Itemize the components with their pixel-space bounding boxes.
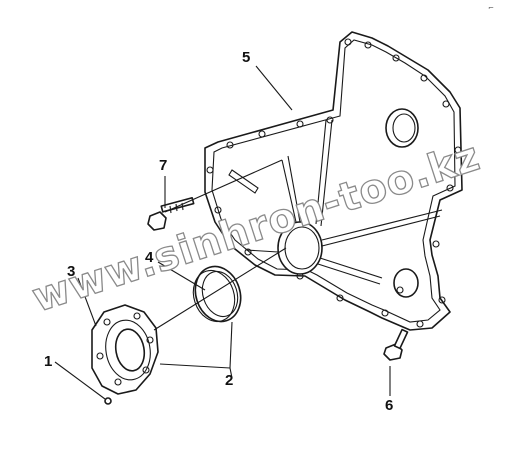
callout-6: 6 [385, 397, 393, 414]
callout-2: 2 [225, 372, 233, 389]
callout-1: 1 [44, 353, 52, 370]
seal-carrier-flange [91, 304, 159, 395]
callout-5: 5 [242, 49, 250, 66]
leader-lines [54, 65, 391, 400]
corner-mark: ⌐ [488, 4, 494, 12]
gasket-bolt-holes [206, 38, 462, 328]
front-gear-cover-gasket [204, 31, 463, 331]
dowel-pin [104, 397, 112, 405]
callout-4: 4 [145, 249, 154, 266]
callout-labels: 5 7 4 3 1 2 6 [44, 49, 393, 414]
seal-ring [192, 265, 242, 323]
flange-bolt-6 [383, 328, 409, 361]
callout-7: 7 [159, 157, 167, 174]
callout-3: 3 [67, 263, 75, 280]
